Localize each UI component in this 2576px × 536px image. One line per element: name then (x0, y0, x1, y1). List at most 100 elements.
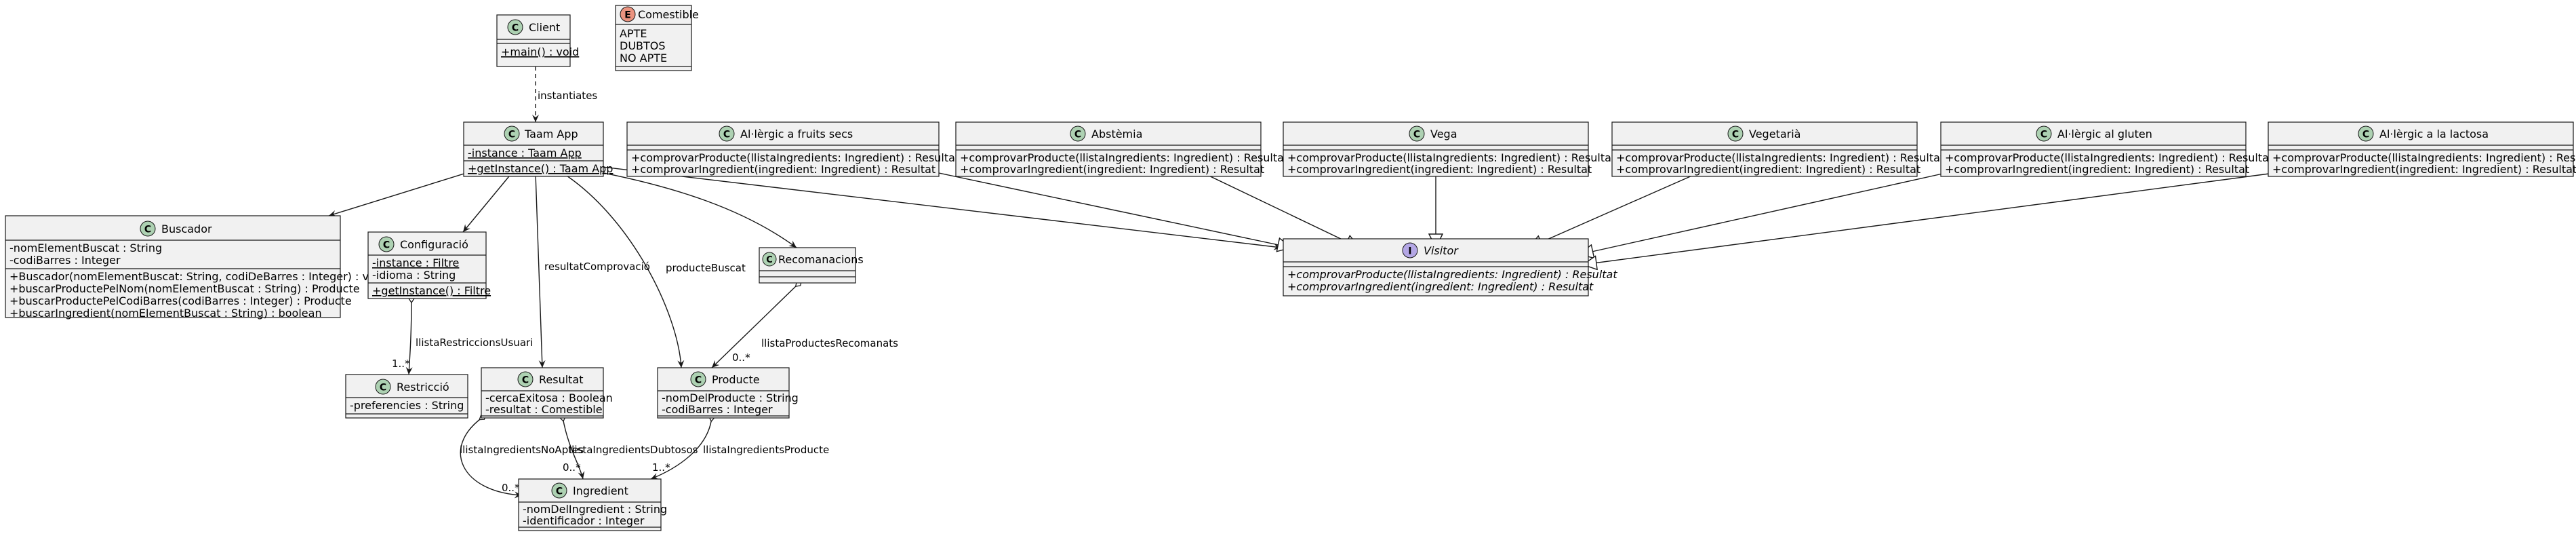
class-abstemia-op: +comprovarIngredient(ingredient: Ingredi… (960, 163, 1264, 176)
svg-text:C: C (1732, 130, 1739, 140)
class-icon (719, 126, 735, 142)
edge-fruits-visitor (938, 172, 1291, 248)
edge-recomanacions-producte (711, 284, 799, 368)
class-restriccio: C Restricció -preferencies : String (345, 374, 468, 419)
svg-text:C: C (556, 486, 563, 497)
enum-comestible: E Comestible APTE DUBTOS NO APTE (615, 5, 699, 71)
interface-visitor-op: +comprovarProducte(llistaIngredients: In… (1287, 268, 1617, 281)
class-fruits-secs: C Al·lèrgic a fruits secs +comprovarProd… (626, 121, 959, 177)
class-restriccio-name: Restricció (397, 381, 449, 394)
class-resultat: C Resultat -cercaExitosa : Boolean -resu… (481, 367, 613, 419)
class-producte-attr: -codiBarres : Integer (662, 403, 773, 416)
svg-text:C: C (383, 240, 390, 251)
class-icon (140, 221, 156, 237)
svg-text:C: C (144, 225, 151, 235)
class-abstemia: C Abstèmia +comprovarProducte(llistaIngr… (955, 121, 1288, 177)
class-vega-op: +comprovarIngredient(ingredient: Ingredi… (1287, 163, 1592, 176)
interface-visitor-op: +comprovarIngredient(ingredient: Ingredi… (1287, 280, 1594, 293)
svg-text:C: C (1074, 130, 1081, 140)
svg-text:C: C (522, 375, 529, 386)
class-vegetaria-name: Vegetarià (1749, 128, 1800, 140)
class-buscador-attr: -nomElementBuscat : String (9, 242, 162, 254)
svg-text:C: C (2362, 130, 2369, 140)
class-icon (690, 371, 706, 387)
class-buscador-op: +buscarProductePelNom(nomElementBuscat :… (9, 282, 360, 295)
class-icon (378, 236, 395, 252)
edge-resultat-ingredient-dubtosos (563, 417, 583, 480)
edge-producte-ingredient (650, 417, 712, 480)
mult-restriccio: 1..* (392, 358, 410, 370)
class-taam-op: +getInstance() : Taam App (468, 162, 613, 175)
svg-text:E: E (624, 10, 631, 21)
svg-text:I: I (1408, 246, 1411, 257)
enum-value: APTE (620, 27, 647, 40)
label-productes-recomanats: llistaProductesRecomanats (761, 337, 898, 349)
svg-text:C: C (2040, 130, 2047, 140)
class-vegetaria-op: +comprovarProducte(llistaIngredients: In… (1616, 151, 1944, 164)
class-recomanacions-name: Recomanacions (778, 253, 864, 266)
label-dubtosos: llistaIngredientsDubtosos (569, 444, 698, 456)
class-icon (551, 482, 567, 499)
class-buscador-op: +buscarIngredient(nomElementBuscat : Str… (9, 307, 322, 320)
edge-taam-recomanacions (586, 169, 797, 248)
edges (328, 66, 2275, 495)
edge-taam-buscador (328, 166, 489, 217)
mult-producte: 1..* (652, 461, 670, 474)
svg-text:C: C (766, 255, 773, 265)
class-lactosa-name: Al·lèrgic a la lactosa (2379, 128, 2489, 140)
class-buscador-attr: -codiBarres : Integer (9, 254, 121, 267)
interface-visitor-name: Visitor (1424, 244, 1459, 257)
class-ingredient: C Ingredient -nomDelIngredient : String … (518, 478, 667, 531)
edge-resultat-ingredient-noaptes (460, 417, 523, 495)
svg-text:C: C (512, 23, 519, 34)
interface-visitor: I Visitor +comprovarProducte(llistaIngre… (1283, 238, 1617, 296)
svg-text:C: C (723, 130, 730, 140)
edge-taam-producte (562, 172, 685, 368)
class-abstemia-name: Abstèmia (1091, 128, 1142, 140)
class-buscador-op: +buscarProductePelCodiBarres(codiBarres … (9, 294, 352, 307)
mult-dubtosos: 0..* (563, 461, 581, 474)
class-fruits-op: +comprovarIngredient(ingredient: Ingredi… (631, 163, 935, 176)
class-fruits-name: Al·lèrgic a fruits secs (740, 128, 853, 140)
edge-taam-resultat (535, 172, 546, 368)
class-icon (517, 371, 534, 387)
class-icon (504, 126, 520, 142)
class-vega: C Vega +comprovarProducte(llistaIngredie… (1283, 121, 1615, 177)
enum-value: NO APTE (620, 52, 667, 64)
class-icon (762, 252, 777, 267)
svg-text:C: C (695, 375, 702, 386)
label-restriccions: llistaRestriccionsUsuari (416, 337, 533, 349)
class-config-attr: -idioma : String (372, 269, 456, 282)
class-icon (375, 379, 391, 395)
class-producte-name: Producte (712, 373, 760, 386)
edge-lactosa-visitor (1583, 172, 2275, 265)
class-lactosa: C Al·lèrgic a la lactosa +comprovarProdu… (2268, 121, 2576, 177)
class-lactosa-op: +comprovarProducte(llistaIngredients: In… (2272, 151, 2576, 164)
svg-text:C: C (380, 383, 386, 394)
class-icon (1070, 126, 1086, 142)
class-recomanacions: C Recomanacions (759, 247, 864, 284)
edge-gluten-visitor (1579, 172, 1946, 254)
class-client: C Client +main() : void (496, 14, 579, 67)
class-icon (2036, 126, 2052, 142)
class-icon (2358, 126, 2374, 142)
class-vegetaria: C Vegetarià +comprovarProducte(llistaIng… (1611, 121, 1944, 177)
class-icon (1409, 126, 1425, 142)
class-config-op: +getInstance() : Filtre (372, 284, 491, 297)
class-restriccio-attr: -preferencies : String (350, 399, 464, 412)
label-noaptes: llistaIngredientsNoAptes (460, 444, 584, 456)
class-client-op: +main() : void (501, 45, 579, 58)
label-instantiates: instantiates (538, 90, 597, 102)
class-ingredient-attr: -identificador : Integer (523, 514, 645, 527)
class-resultat-attr: -resultat : Comestible (485, 403, 603, 416)
class-icon (1727, 126, 1744, 142)
edge-labels: instantiates resultatComprovació product… (392, 90, 898, 494)
class-config-attr: -instance : Filtre (372, 256, 459, 269)
interface-icon (1402, 242, 1418, 259)
class-producte: C Producte -nomDelProducte : String -cod… (657, 367, 799, 419)
class-ingredient-attr: -nomDelIngredient : String (523, 503, 667, 516)
class-buscador-op: +Buscador(nomElementBuscat: String, codi… (9, 270, 385, 283)
label-resultat-comprovacio: resultatComprovació (544, 261, 650, 273)
class-taam-name: Taam App (524, 128, 578, 140)
